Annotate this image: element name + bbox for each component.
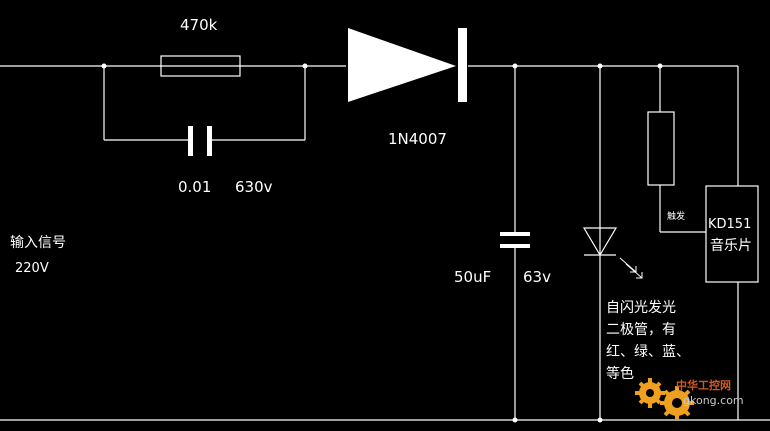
- led-triangle: [582, 227, 618, 257]
- junction-dot: [597, 417, 603, 423]
- junction-dot: [101, 63, 107, 69]
- electrolytic-value-label: 50uF: [454, 268, 492, 286]
- trigger-label: 触发: [667, 212, 686, 222]
- junction-dot: [597, 63, 603, 69]
- led-description-line1: 自闪光发光: [606, 300, 676, 316]
- watermark-url-text: gkong.com: [683, 394, 744, 407]
- input-voltage-label: 220V: [15, 261, 49, 276]
- junction-dot: [657, 63, 663, 69]
- junction-dot: [302, 63, 308, 69]
- led-description-line3: 红、绿、蓝、: [606, 344, 690, 360]
- input-signal-label: 输入信号: [10, 235, 66, 251]
- junction-dot: [512, 417, 518, 423]
- chip-type-label: 音乐片: [710, 238, 752, 254]
- resistor-label: 470k: [180, 16, 218, 34]
- electrolytic-voltage-label: 63v: [523, 268, 551, 286]
- diode-1n4007: [348, 28, 456, 102]
- led-light-arrows: [619, 257, 643, 279]
- electrolytic-plate-top: [500, 232, 530, 236]
- watermark-cn-text: 中华工控网: [676, 379, 731, 392]
- led-description-line2: 二极管，有: [606, 322, 676, 338]
- led-description-line4: 等色: [606, 366, 634, 382]
- kd151-chip: [705, 185, 759, 283]
- capacitor-voltage-label: 630v: [235, 178, 273, 196]
- capacitor-value-label: 0.01: [178, 178, 212, 196]
- junction-dot: [512, 63, 518, 69]
- electrolytic-plate-bottom: [500, 244, 530, 248]
- capacitor-plate-right: [207, 126, 212, 156]
- chip-model-label: KD151: [708, 217, 752, 232]
- watermark-gear-logo: [635, 378, 694, 420]
- diode-cathode-bar: [458, 28, 467, 102]
- trigger-resistor: [647, 111, 675, 186]
- diode-label: 1N4007: [388, 130, 447, 148]
- capacitor-plate-left: [188, 126, 193, 156]
- resistor-470k: [160, 55, 241, 77]
